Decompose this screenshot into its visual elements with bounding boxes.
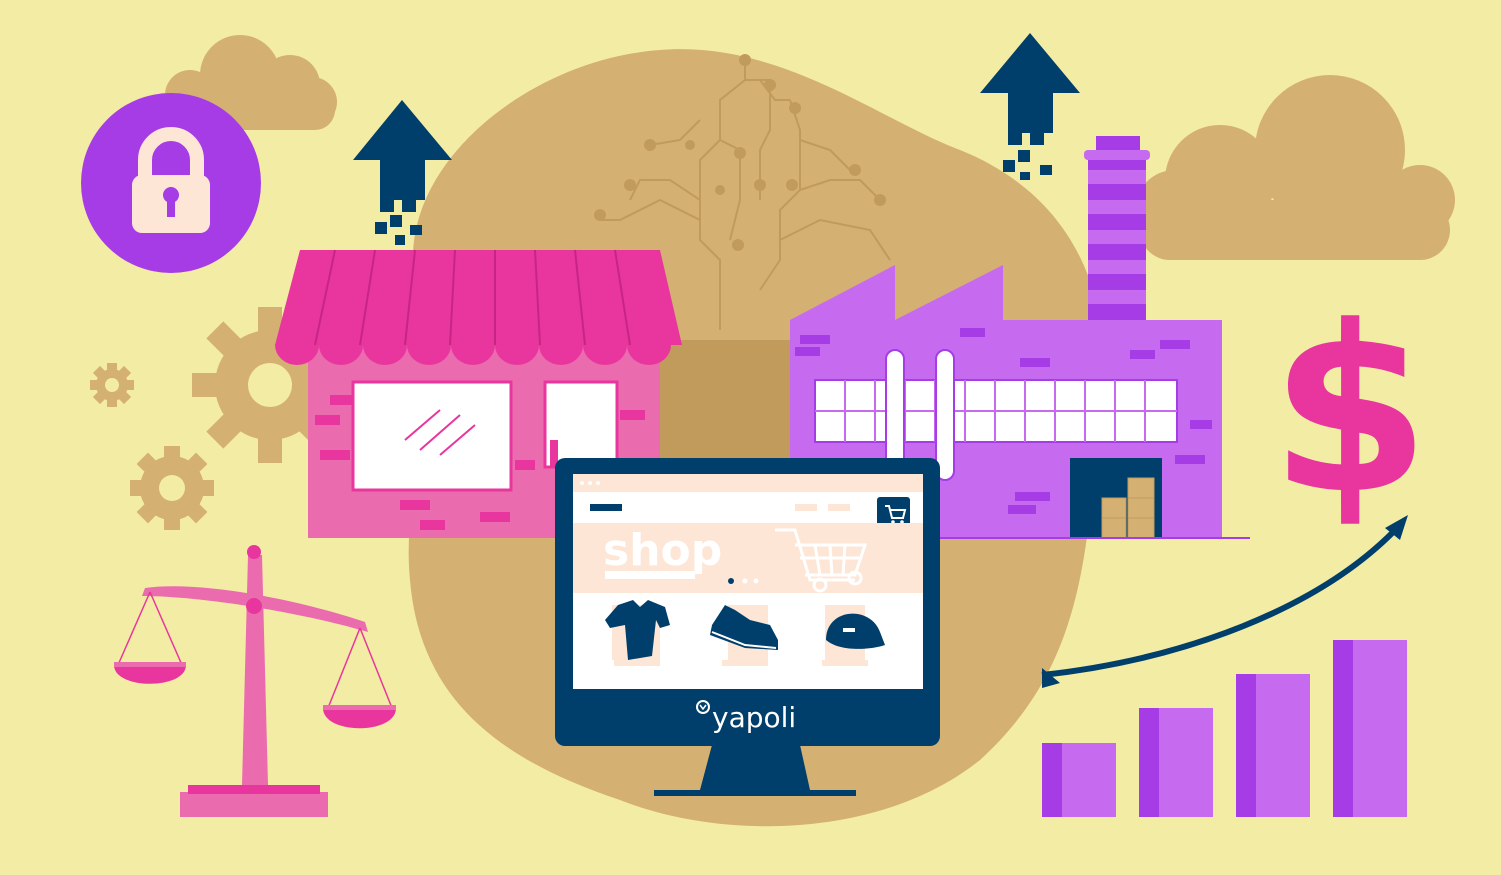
balance-scale-icon bbox=[114, 545, 396, 817]
gear-icon bbox=[90, 363, 134, 407]
arrow-up-icon bbox=[353, 100, 452, 245]
product-tshirt[interactable] bbox=[605, 600, 670, 666]
growth-arrow bbox=[1041, 515, 1408, 688]
circuit-tree bbox=[600, 60, 891, 330]
shop-banner-text: shop bbox=[603, 525, 722, 576]
circuit-base bbox=[660, 340, 790, 470]
monitor: shop yapoli bbox=[555, 458, 940, 796]
shopping-cart-icon[interactable] bbox=[877, 497, 910, 530]
brand-name: yapoli bbox=[712, 701, 796, 734]
product-sneaker[interactable] bbox=[710, 605, 778, 666]
cloud-icon bbox=[1135, 75, 1455, 260]
arrow-up-icon bbox=[980, 33, 1080, 180]
gear-icon bbox=[130, 446, 214, 530]
bar-chart-graphic bbox=[1042, 640, 1407, 817]
lock-icon bbox=[81, 93, 261, 273]
product-cap[interactable] bbox=[822, 605, 885, 666]
dollar-sign-icon: $ bbox=[1270, 278, 1430, 545]
factory bbox=[785, 136, 1250, 539]
yapoli-logo: yapoli bbox=[696, 700, 796, 734]
storefront bbox=[275, 249, 682, 538]
circuit-nodes bbox=[594, 54, 886, 251]
